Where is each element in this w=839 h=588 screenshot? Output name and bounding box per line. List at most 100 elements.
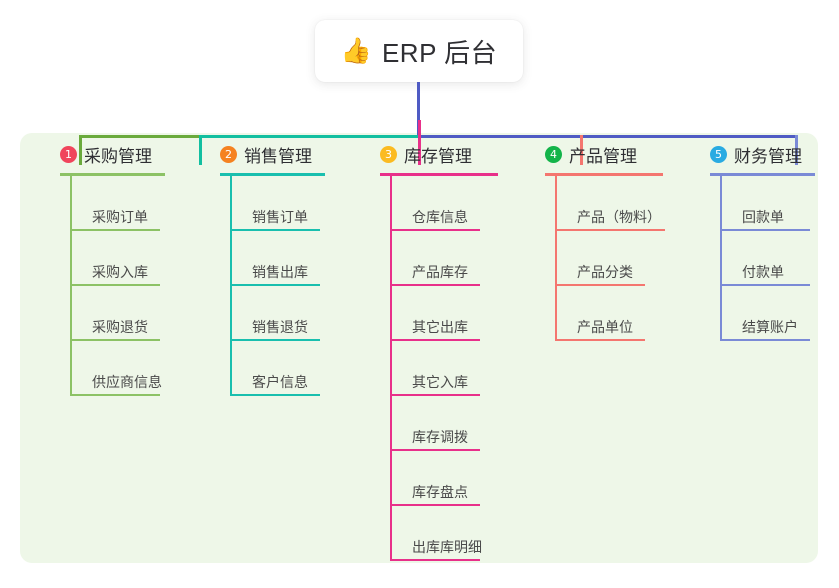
leaf-node-label: 销售订单: [252, 209, 308, 225]
branch-badge-4: 4: [545, 145, 562, 163]
root-node-title: ERP 后台: [381, 37, 498, 68]
leaf-node-label: 客户信息: [252, 374, 308, 390]
leaf-node-underline: [390, 284, 480, 286]
branch-column-1: 1 采购管理采购订单采购入库采购退货供应商信息: [40, 140, 200, 396]
leaf-node-underline: [390, 339, 480, 341]
branch-spine-4: [555, 176, 557, 341]
leaf-node-label: 仓库信息: [412, 209, 468, 225]
branch-column-4: 4 产品管理产品（物料） 产品分类产品单位: [525, 140, 685, 341]
leaf-node[interactable]: 回款单: [720, 176, 839, 231]
leaf-node-label: 采购退货: [92, 319, 148, 335]
branch-items-4: 产品（物料） 产品分类产品单位: [555, 176, 685, 341]
branch-badge-1: 1: [60, 145, 77, 163]
leaf-node-underline: [555, 339, 645, 341]
leaf-node-underline: [70, 284, 160, 286]
leaf-node-underline: [390, 504, 480, 506]
leaf-node-underline: [390, 449, 480, 451]
leaf-node[interactable]: 销售出库: [230, 231, 360, 286]
leaf-node[interactable]: 产品分类: [555, 231, 685, 286]
branch-spine-3: [390, 176, 392, 561]
leaf-node-underline: [720, 284, 810, 286]
leaf-node[interactable]: 产品（物料）: [555, 176, 685, 231]
branch-header-4[interactable]: 4 产品管理: [525, 140, 685, 168]
branch-header-5[interactable]: 5 财务管理: [690, 140, 839, 168]
leaf-node[interactable]: 销售退货: [230, 286, 360, 341]
leaf-node-label: 其它入库: [412, 374, 468, 390]
leaf-node-label: 结算账户: [742, 319, 798, 335]
branch-column-2: 2 销售管理销售订单销售出库销售退货客户信息: [200, 140, 360, 396]
leaf-node[interactable]: 采购入库: [70, 231, 200, 286]
leaf-node[interactable]: 采购退货: [70, 286, 200, 341]
branch-underline-5: [710, 173, 815, 176]
leaf-node[interactable]: 结算账户: [720, 286, 839, 341]
leaf-node-label: 供应商信息: [92, 374, 162, 390]
leaf-node-underline: [720, 229, 810, 231]
leaf-node-label: 出库库明细: [412, 539, 482, 555]
leaf-node-underline: [70, 339, 160, 341]
leaf-node-underline: [390, 229, 480, 231]
branch-badge-2: 2: [220, 145, 237, 163]
diagram-panel: [20, 133, 818, 563]
leaf-node-underline: [230, 339, 320, 341]
leaf-node-label: 库存盘点: [412, 484, 468, 500]
branch-spine-2: [230, 176, 232, 396]
leaf-node-underline: [70, 229, 160, 231]
branch-items-3: 仓库信息产品库存其它出库其它入库库存调拨库存盘点出库库明细: [390, 176, 520, 561]
leaf-node[interactable]: 付款单: [720, 231, 839, 286]
leaf-node[interactable]: 出库库明细: [390, 506, 520, 561]
leaf-node-underline: [555, 229, 665, 231]
branch-title-1: 采购管理: [84, 146, 152, 166]
leaf-node[interactable]: 销售订单: [230, 176, 360, 231]
branch-badge-3: 3: [380, 145, 397, 163]
branch-underline-1: [60, 173, 165, 176]
leaf-node-label: 销售退货: [252, 319, 308, 335]
branch-header-2[interactable]: 2 销售管理: [200, 140, 360, 168]
branch-column-5: 5 财务管理回款单付款单结算账户: [690, 140, 839, 341]
leaf-node[interactable]: 仓库信息: [390, 176, 520, 231]
leaf-node-underline: [230, 229, 320, 231]
branch-items-1: 采购订单采购入库采购退货供应商信息: [70, 176, 200, 396]
leaf-node-label: 付款单: [742, 264, 784, 280]
leaf-node-label: 产品（物料）: [577, 209, 661, 225]
branch-underline-2: [220, 173, 325, 176]
leaf-node[interactable]: 其它入库: [390, 341, 520, 396]
leaf-node-label: 采购入库: [92, 264, 148, 280]
leaf-node[interactable]: 产品库存: [390, 231, 520, 286]
leaf-node-underline: [390, 559, 480, 561]
leaf-node-underline: [70, 394, 160, 396]
branch-header-3[interactable]: 3 库存管理: [360, 140, 520, 168]
leaf-node-label: 产品库存: [412, 264, 468, 280]
branch-badge-5: 5: [710, 145, 727, 163]
leaf-node[interactable]: 库存调拨: [390, 396, 520, 451]
branch-title-5: 财务管理: [734, 146, 802, 166]
leaf-node[interactable]: 产品单位: [555, 286, 685, 341]
leaf-node-underline: [230, 284, 320, 286]
branch-spine-5: [720, 176, 722, 341]
leaf-node[interactable]: 供应商信息: [70, 341, 200, 396]
root-node-card[interactable]: 👍 ERP 后台: [315, 20, 523, 82]
leaf-node-underline: [720, 339, 810, 341]
leaf-node-label: 产品分类: [577, 264, 633, 280]
branch-title-4: 产品管理: [569, 146, 637, 166]
branch-title-2: 销售管理: [244, 146, 312, 166]
leaf-node-label: 产品单位: [577, 319, 633, 335]
branch-items-2: 销售订单销售出库销售退货客户信息: [230, 176, 360, 396]
leaf-node[interactable]: 库存盘点: [390, 451, 520, 506]
leaf-node[interactable]: 采购订单: [70, 176, 200, 231]
leaf-node-label: 其它出库: [412, 319, 468, 335]
branch-items-5: 回款单付款单结算账户: [720, 176, 839, 341]
leaf-node-label: 回款单: [742, 209, 784, 225]
leaf-node-underline: [555, 284, 645, 286]
leaf-node-underline: [230, 394, 320, 396]
leaf-node-label: 采购订单: [92, 209, 148, 225]
trunk-line: [417, 82, 420, 137]
thumbs-up-icon: 👍: [340, 36, 372, 65]
leaf-node[interactable]: 客户信息: [230, 341, 360, 396]
branch-header-1[interactable]: 1 采购管理: [40, 140, 200, 168]
leaf-node-underline: [390, 394, 480, 396]
leaf-node[interactable]: 其它出库: [390, 286, 520, 341]
branch-title-3: 库存管理: [404, 146, 472, 166]
branch-underline-4: [545, 173, 663, 176]
leaf-node-label: 库存调拨: [412, 429, 468, 445]
branch-underline-3: [380, 173, 498, 176]
